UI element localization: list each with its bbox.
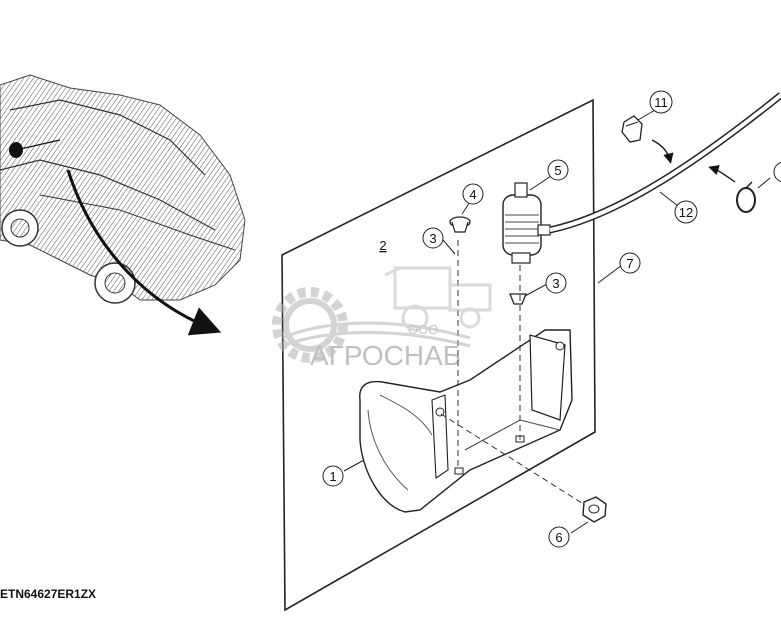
- clamp-direction-arrow: [708, 165, 736, 183]
- callout-label: 12: [679, 205, 693, 220]
- reservoir-tank: [359, 329, 573, 513]
- callout-label: 11: [654, 95, 668, 110]
- callout-label: 6: [555, 530, 562, 545]
- callout-1: 1: [322, 465, 344, 487]
- callout-label: 3: [429, 231, 436, 246]
- callout-7: 7: [619, 252, 641, 274]
- callout-label: 2: [379, 238, 386, 253]
- flange-nut: [582, 496, 607, 523]
- callout-2: 2: [379, 238, 386, 253]
- watermark-company-name: АГРОСНАБ: [310, 340, 461, 371]
- drawing-code: ETN64627ER1ZX: [0, 587, 97, 601]
- callout-3b: 3: [545, 272, 567, 294]
- leader-lines: [343, 109, 771, 534]
- callout-label: 1: [329, 469, 336, 484]
- grommet: [449, 216, 471, 233]
- pump-grommet: [509, 293, 527, 305]
- callout-3a: 3: [422, 227, 444, 249]
- callout-5: 5: [547, 159, 569, 181]
- harvester-icon: [384, 266, 492, 332]
- callout-label: 7: [626, 256, 633, 271]
- watermark-logo: ООО АГРОСНАБ: [272, 266, 492, 371]
- hose-clamp-ring: [736, 181, 756, 213]
- hose-clip: [621, 115, 643, 143]
- callout-12: 12: [674, 200, 698, 224]
- machine-overview-illustration: [0, 74, 246, 304]
- callout-4: 4: [462, 183, 484, 205]
- callout-edge: [773, 161, 781, 183]
- callout-label: 3: [552, 276, 559, 291]
- washer-hose: [549, 93, 781, 232]
- washer-hose-outline: [549, 92, 781, 234]
- detail-pointer-arrow: [66, 169, 222, 336]
- assembly-lines: [440, 240, 586, 506]
- callout-label: 4: [469, 187, 476, 202]
- callout-6: 6: [548, 526, 570, 548]
- callout-11: 11: [649, 90, 673, 114]
- washer-pump: [502, 182, 551, 264]
- clip-direction-arrow: [651, 139, 674, 164]
- callout-label: 5: [554, 163, 561, 178]
- watermark-prefix: ООО: [408, 322, 438, 337]
- detail-plate: [281, 98, 596, 612]
